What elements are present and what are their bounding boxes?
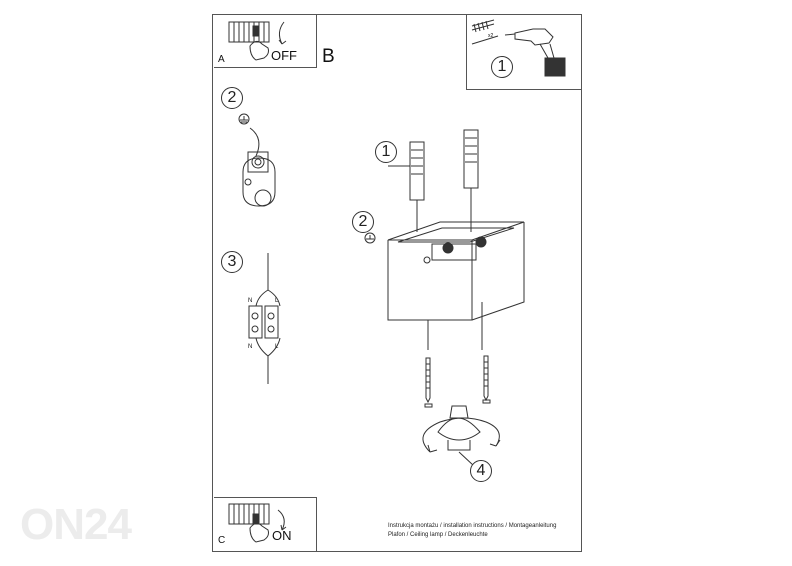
dowel-count: x2 (488, 33, 494, 39)
panel-c (214, 497, 317, 551)
fuse-box-icon (228, 503, 270, 525)
caption-line-1: Instrukcja montażu / installation instru… (388, 523, 557, 529)
section-b-letter: B (322, 46, 335, 67)
watermark-logo: ON24 (20, 500, 132, 549)
gu10-bulb-icon (437, 405, 481, 451)
caption-line-2: Plafon / Ceiling lamp / Deckenleuchte (388, 532, 488, 538)
section-a-action: OFF (271, 48, 297, 63)
screw-icon (425, 357, 431, 404)
panel-step-1 (466, 15, 581, 90)
step-2-badge-main: 2 (352, 211, 374, 233)
step-1-badge: 1 (491, 56, 513, 78)
section-c-action: ON (272, 528, 292, 543)
section-a-letter: A (218, 54, 225, 65)
lamp-body (387, 221, 525, 321)
step-1-badge-main: 1 (375, 141, 397, 163)
hand-icon (249, 522, 269, 543)
fuse-box-icon (228, 21, 270, 43)
rotate-arrow-icon (422, 417, 500, 453)
terminal-n-top: N (248, 298, 253, 304)
dowel-left (409, 141, 425, 232)
ground-symbol-icon (364, 232, 376, 244)
rotate-arrow-icon (278, 21, 285, 45)
rotate-arrow-icon (277, 509, 285, 531)
screw-icon (483, 355, 489, 402)
ground-symbol-icon (238, 113, 250, 125)
step-3-badge: 3 (221, 251, 243, 273)
screw-icon (471, 19, 499, 45)
section-c-letter: C (218, 535, 226, 546)
panel-a (214, 15, 317, 68)
instruction-sheet (212, 14, 582, 552)
step-2-badge: 2 (221, 87, 243, 109)
dowel-right (463, 129, 479, 232)
terminal-n-bottom: N (248, 344, 253, 350)
instruction-caption: Instrukcja montażu / installation instru… (388, 522, 580, 540)
hand-icon (249, 40, 269, 61)
terminal-block-icon (242, 157, 276, 207)
terminal-l-bottom: L (275, 344, 279, 350)
drill-icon (504, 28, 566, 77)
step-4-badge: 4 (470, 460, 492, 482)
terminal-l-top: L (275, 298, 279, 304)
